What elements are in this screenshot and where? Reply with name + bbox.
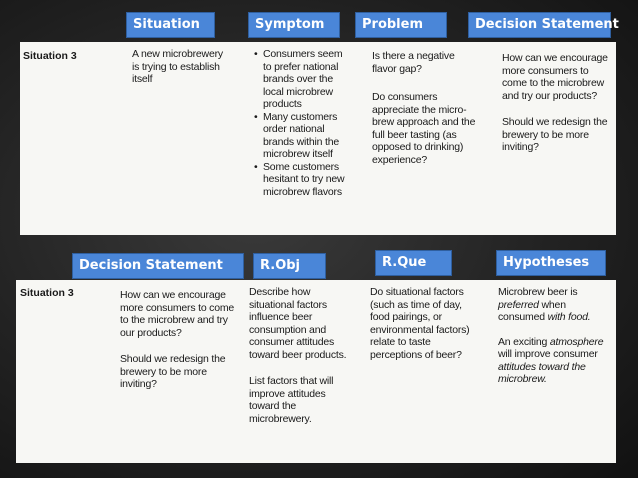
hypothesis-1-part-a: Microbrew beer is xyxy=(498,286,578,298)
header-decision-statement-bottom: Decision Statement xyxy=(72,253,244,279)
top-symptom-list: Consumers seem to prefer national brands… xyxy=(254,48,352,198)
hypothesis-1-part-b: when consumed xyxy=(498,298,566,324)
bottom-hypotheses-text: Microbrew beer is preferred when consume… xyxy=(498,286,610,396)
hypothesis-2-part-a: An exciting xyxy=(498,335,550,348)
bottom-decision-question-1: How can we encourage more consumers to c… xyxy=(120,289,235,339)
top-problem-text: Is there a negative flavor gap? Do consu… xyxy=(372,50,477,176)
robj-1: Describe how situational factors influen… xyxy=(249,286,347,361)
header-situation: Situation xyxy=(126,12,215,38)
hypothesis-1: Microbrew beer is preferred when consume… xyxy=(498,286,610,324)
top-decision-text: How can we encourage more consumers to c… xyxy=(502,52,612,164)
robj-2: List factors that will improve attitudes… xyxy=(249,375,334,425)
decision-question-1: How can we encourage more consumers to c… xyxy=(502,52,608,102)
bottom-rque-text: Do situational factors (such as time of … xyxy=(370,286,470,361)
bottom-decision-text: How can we encourage more consumers to c… xyxy=(120,289,235,401)
bottom-table-sheet: Situation 3 How can we encourage more co… xyxy=(16,280,616,463)
hypothesis-2-emphasis-2: attitudes toward the microbrew. xyxy=(498,360,586,386)
hypothesis-2-part-b: will improve consumer xyxy=(498,348,598,360)
symptom-item: Consumers seem to prefer national brands… xyxy=(254,48,352,111)
problem-question-1: Is there a negative flavor gap? xyxy=(372,50,455,75)
top-table-sheet: Situation 3 A new microbrewery is trying… xyxy=(20,42,616,235)
bottom-row-label: Situation 3 xyxy=(20,287,74,299)
header-hypotheses: Hypotheses xyxy=(496,250,606,276)
symptom-item: Some customers hesitant to try new micro… xyxy=(254,161,352,199)
bottom-decision-question-2: Should we redesign the brewery to be mor… xyxy=(120,353,226,390)
hypothesis-1-emphasis: preferred xyxy=(498,298,539,311)
top-situation-text: A new microbrewery is trying to establis… xyxy=(132,48,223,85)
header-problem: Problem xyxy=(355,12,447,38)
header-rque: R.Que xyxy=(375,250,452,276)
bottom-robj-text: Describe how situational factors influen… xyxy=(249,286,349,435)
hypothesis-1-emphasis-2: with food. xyxy=(547,311,591,323)
decision-question-2: Should we redesign the brewery to be mor… xyxy=(502,116,608,153)
hypothesis-2: An exciting atmosphere will improve cons… xyxy=(498,336,610,386)
symptom-item: Many customers order national brands wit… xyxy=(254,111,352,161)
header-robj: R.Obj xyxy=(253,253,326,279)
header-symptom: Symptom xyxy=(248,12,340,38)
hypothesis-2-emphasis: atmosphere xyxy=(549,335,604,348)
problem-question-2: Do consumers appreciate the micro-brew a… xyxy=(372,91,476,166)
top-row-label: Situation 3 xyxy=(23,50,77,62)
header-decision-statement: Decision Statement xyxy=(468,12,619,38)
